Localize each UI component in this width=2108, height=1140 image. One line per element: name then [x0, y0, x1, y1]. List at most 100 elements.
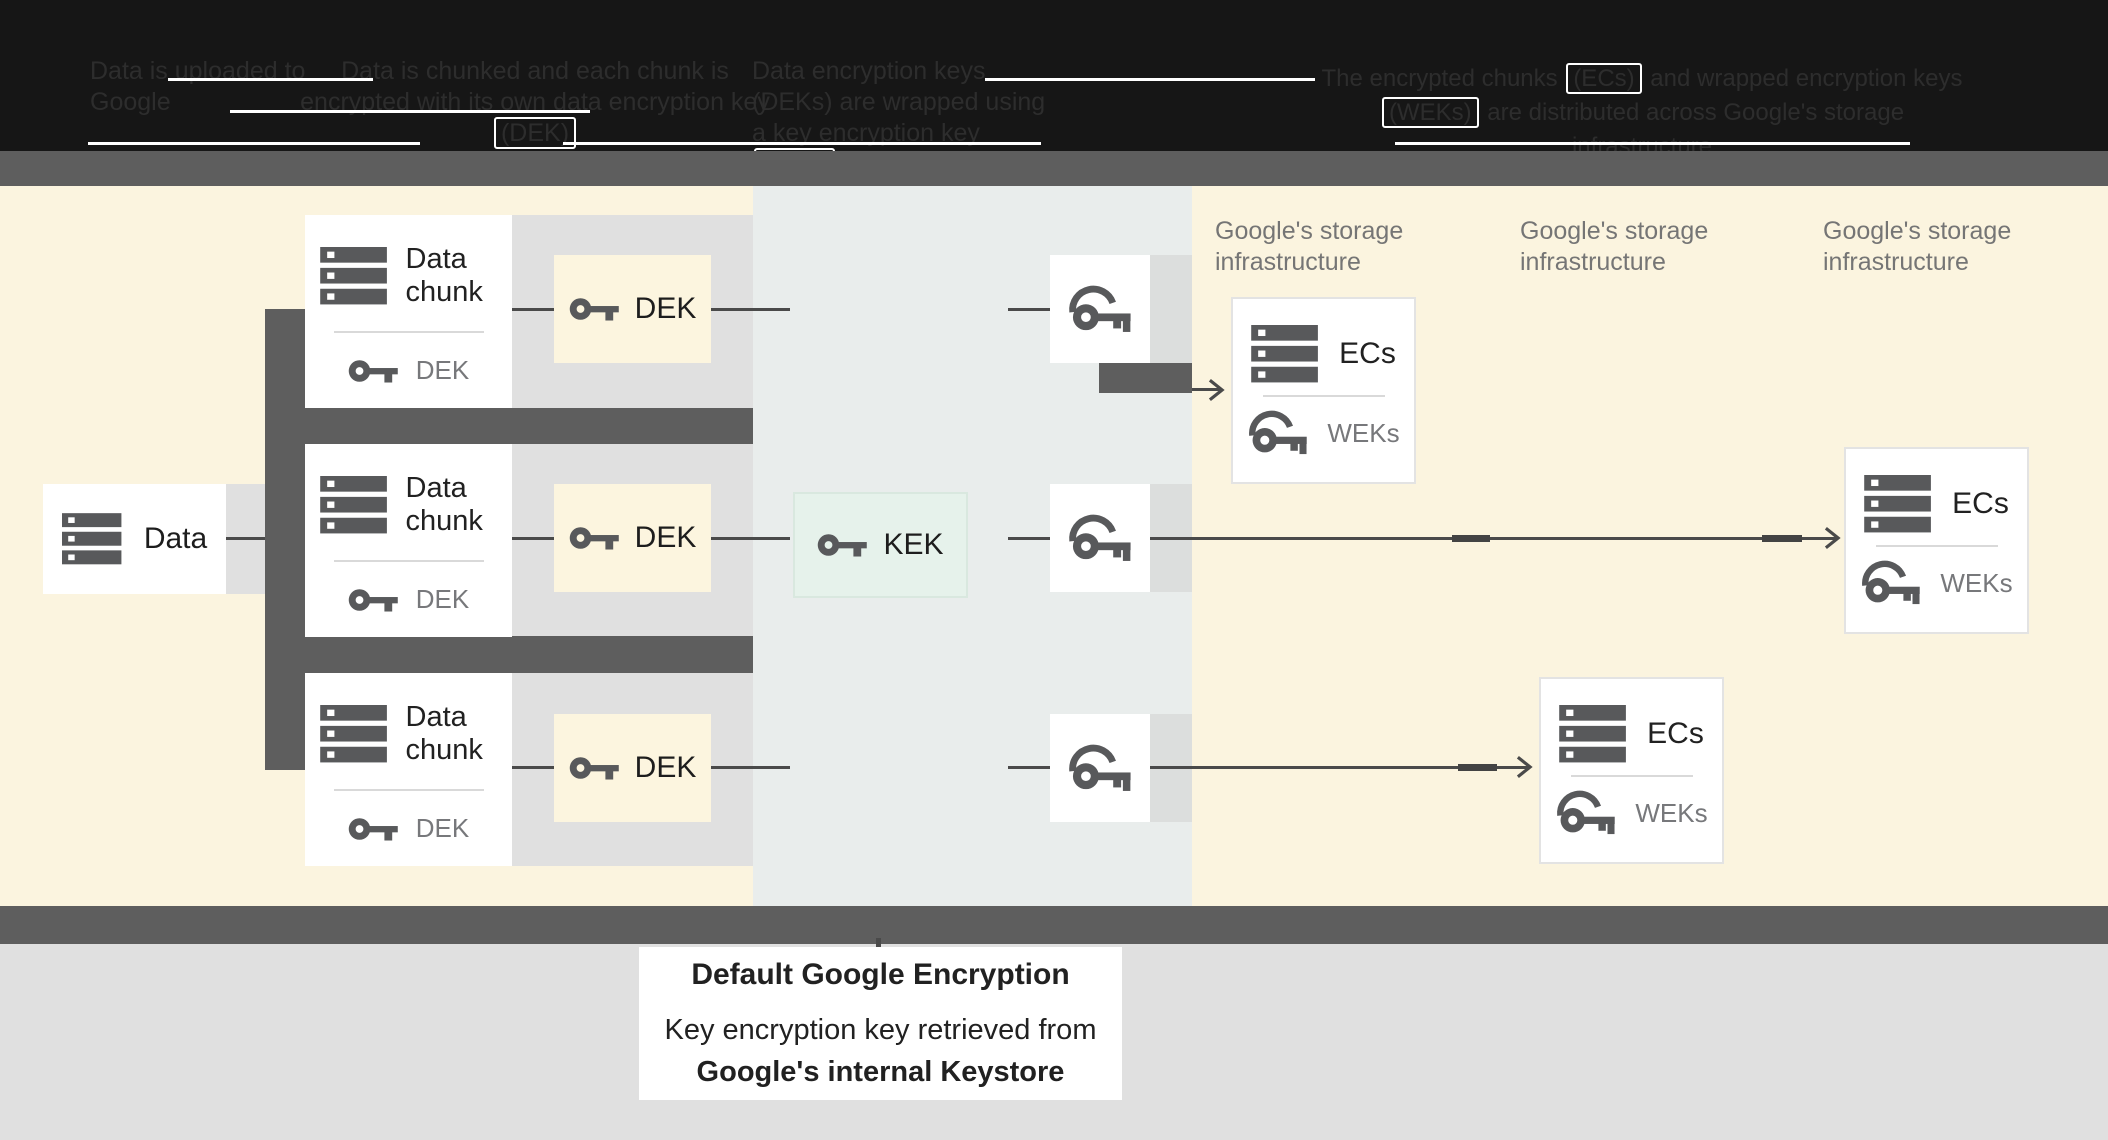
- arrow-line: [1192, 388, 1222, 391]
- caption-body-line2: Google's internal Keystore: [696, 1055, 1065, 1088]
- storage-label-1: Google's storage infrastructure: [1215, 216, 1455, 278]
- wek-label: WEKs: [1635, 797, 1708, 828]
- dek-token: (DEK): [493, 117, 577, 149]
- key-icon: [817, 530, 869, 560]
- dek-box-3: DEK: [554, 714, 711, 822]
- step-1-text: Data is uploaded to Google: [90, 56, 325, 118]
- underline-mark: [168, 78, 373, 81]
- connector-line: [1008, 537, 1050, 540]
- wrapped-key-icon: [1067, 283, 1133, 336]
- chunk-title: Data chunk: [405, 701, 483, 766]
- data-box: Data: [43, 484, 226, 594]
- arrowhead-icon: [1824, 526, 1841, 550]
- wrapped-key-icon: [1860, 558, 1922, 608]
- underline-mark: [230, 110, 590, 113]
- underline-mark: [985, 78, 1315, 81]
- data-chunk-card-2: Data chunk DEK: [305, 444, 512, 637]
- wrapped-key-box-1: [1050, 255, 1150, 363]
- dek-label: DEK: [634, 292, 697, 325]
- wrapped-key-box-2: [1050, 484, 1150, 592]
- step-4-label-b: and wrapped encryption keys: [1643, 65, 1963, 92]
- step-2-label: Data is chunked and each chunk is encryp…: [300, 57, 770, 116]
- connector-line: [1008, 766, 1050, 769]
- caption-body-line1: Key encryption key retrieved from: [664, 1013, 1097, 1046]
- divider: [333, 789, 484, 791]
- branch-bar-1: [265, 408, 753, 444]
- connector-line: [512, 537, 554, 540]
- connector-line: [512, 766, 554, 769]
- diagram-canvas: Google's storage infrastructure Google's…: [0, 186, 2108, 906]
- arrow-line: [1150, 537, 1838, 540]
- arrow-line: [1150, 766, 1528, 769]
- divider: [1570, 774, 1693, 777]
- wrapped-key-icon: [1067, 742, 1133, 795]
- caption-box: Default Google Encryption Key encryption…: [639, 947, 1122, 1100]
- step-3-label: Data encryption keys (DEKs) are wrapped …: [752, 57, 1046, 147]
- step-1-label: Data is uploaded to Google: [90, 57, 306, 116]
- storage-label-line2: infrastructure: [1215, 248, 1361, 276]
- ec-card-3: ECs WEKs: [1539, 677, 1724, 864]
- data-stack-icon: [1864, 475, 1934, 533]
- chunk-key-label: DEK: [415, 813, 470, 843]
- arrowhead-icon: [1516, 755, 1533, 779]
- wrapped-key-icon: [1555, 788, 1617, 838]
- chunk-title: Data chunk: [405, 243, 483, 308]
- step-4-text: The encrypted chunks (ECs) and wrapped e…: [1308, 62, 1976, 164]
- storage-label-3: Google's storage infrastructure: [1823, 216, 2063, 278]
- wrapped-key-box-3: [1050, 714, 1150, 822]
- data-stack-icon: [1251, 325, 1321, 383]
- step-2-text: Data is chunked and each chunk is encryp…: [295, 56, 775, 149]
- divider: [1262, 394, 1385, 397]
- underline-mark: [563, 142, 1041, 145]
- underline-mark: [1395, 142, 1910, 145]
- data-chunk-card-1: Data chunk DEK: [305, 215, 512, 408]
- chunk-title: Data chunk: [405, 472, 483, 537]
- ecs-token: (ECs): [1566, 63, 1642, 94]
- divider: [333, 331, 484, 333]
- bottom-divider-bar: [0, 906, 2108, 944]
- header-strip: Data is uploaded to Google Data is chunk…: [0, 0, 2108, 180]
- ec-card-1: ECs WEKs: [1231, 297, 1416, 484]
- key-icon: [348, 585, 400, 615]
- ec-title: ECs: [1952, 487, 2009, 520]
- keybox-extension: [1150, 255, 1192, 363]
- wrapped-key-icon: [1247, 408, 1309, 458]
- data-label: Data: [143, 522, 208, 555]
- connector-line: [711, 308, 790, 311]
- storage-label-line1: Google's storage: [1520, 217, 1709, 245]
- wrapped-key-icon: [1067, 512, 1133, 565]
- kek-box: KEK: [793, 492, 968, 598]
- step-4-label-a: The encrypted chunks: [1321, 65, 1565, 92]
- kek-label: KEK: [883, 528, 944, 561]
- underline-mark: [88, 142, 420, 145]
- key-icon: [569, 294, 621, 324]
- dek-box-2: DEK: [554, 484, 711, 592]
- arrow-line-segment: [1452, 535, 1490, 542]
- connector-line: [1008, 308, 1050, 311]
- storage-label-line1: Google's storage: [1823, 217, 2012, 245]
- dek-box-1: DEK: [554, 255, 711, 363]
- data-stack-icon: [320, 476, 390, 534]
- key-icon: [348, 356, 400, 386]
- ec-title: ECs: [1339, 337, 1396, 370]
- branch-bar-2: [265, 636, 753, 673]
- arrowhead-icon: [1208, 378, 1225, 402]
- data-stack-icon: [320, 247, 390, 305]
- connector-line: [711, 537, 790, 540]
- divider: [333, 560, 484, 562]
- caption-connector-tick: [876, 938, 881, 950]
- key-icon: [569, 753, 621, 783]
- arrow-line-segment: [1762, 535, 1802, 542]
- data-stack-icon: [1559, 705, 1629, 763]
- dek-label: DEK: [634, 751, 697, 784]
- trunk-bar: [265, 309, 305, 770]
- storage-label-line2: infrastructure: [1823, 248, 1969, 276]
- branch-bar-kek: [1099, 363, 1192, 393]
- connector-line: [512, 308, 554, 311]
- caption-title: Default Google Encryption: [691, 957, 1070, 991]
- dek-label: DEK: [634, 521, 697, 554]
- storage-label-line2: infrastructure: [1520, 248, 1666, 276]
- weks-token: (WEKs): [1381, 97, 1479, 128]
- top-divider-bar: [0, 151, 2108, 186]
